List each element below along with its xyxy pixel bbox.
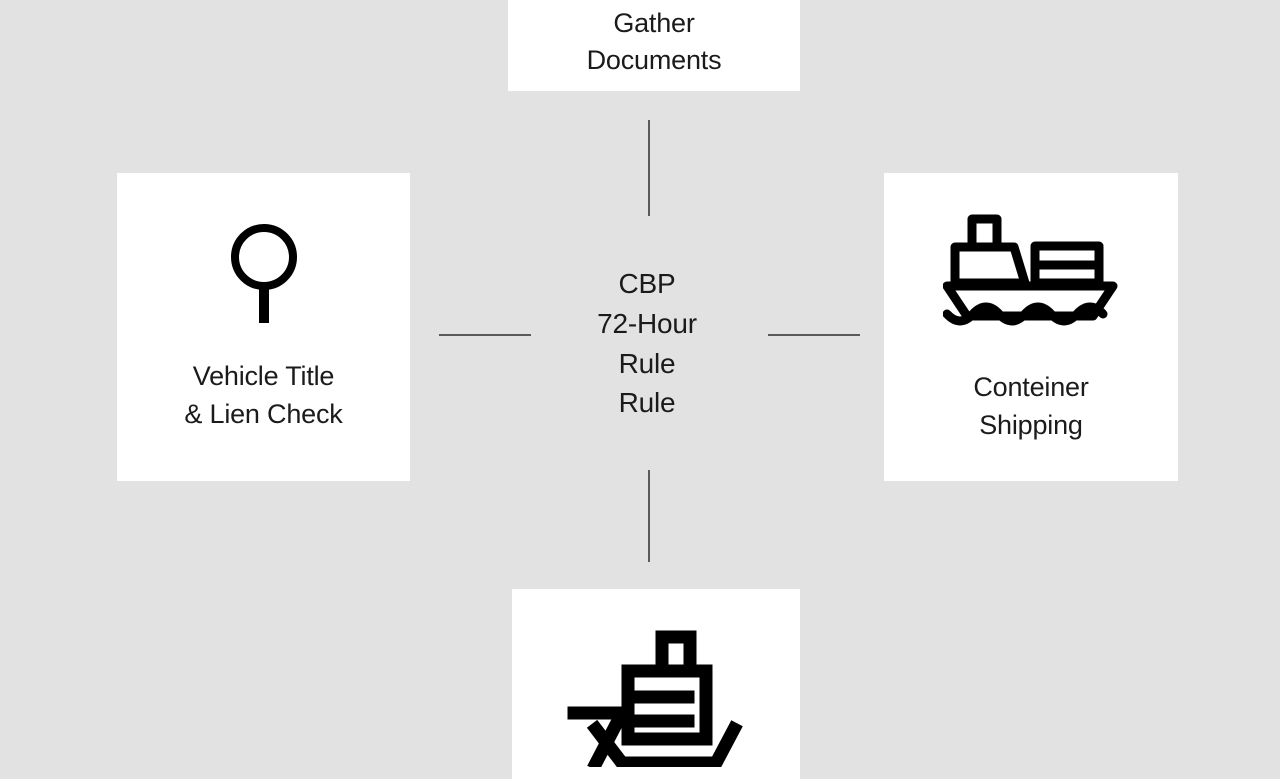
diagram-canvas: CBP 72-Hour Rule Rule Gather Documents V… [117,0,1178,779]
cargo-ship-icon [942,210,1119,343]
node-card-vehicle-title-lien-check[interactable]: Vehicle Title & Lien Check [117,173,410,481]
node-card-gather-documents[interactable]: Gather Documents [508,0,800,91]
cargo-ship-icon [566,617,746,772]
node-label-gather-documents: Gather Documents [586,7,722,75]
connector-hub-to-top [648,120,650,216]
hub-label: CBP 72-Hour Rule Rule [597,268,697,419]
connector-hub-to-bottom [648,470,650,562]
node-label-vehicle-title-lien-check: Vehicle Title & Lien Check [184,361,343,429]
node-label-conteiner-shipping: Conteiner Shipping [973,372,1089,440]
node-card-conteiner-shipping[interactable]: Conteiner Shipping [884,173,1178,481]
magnifying-glass-icon [227,221,301,332]
connector-hub-to-right [768,334,860,336]
node-card-ocean-freight[interactable] [512,589,800,779]
connector-hub-to-left [439,334,531,336]
